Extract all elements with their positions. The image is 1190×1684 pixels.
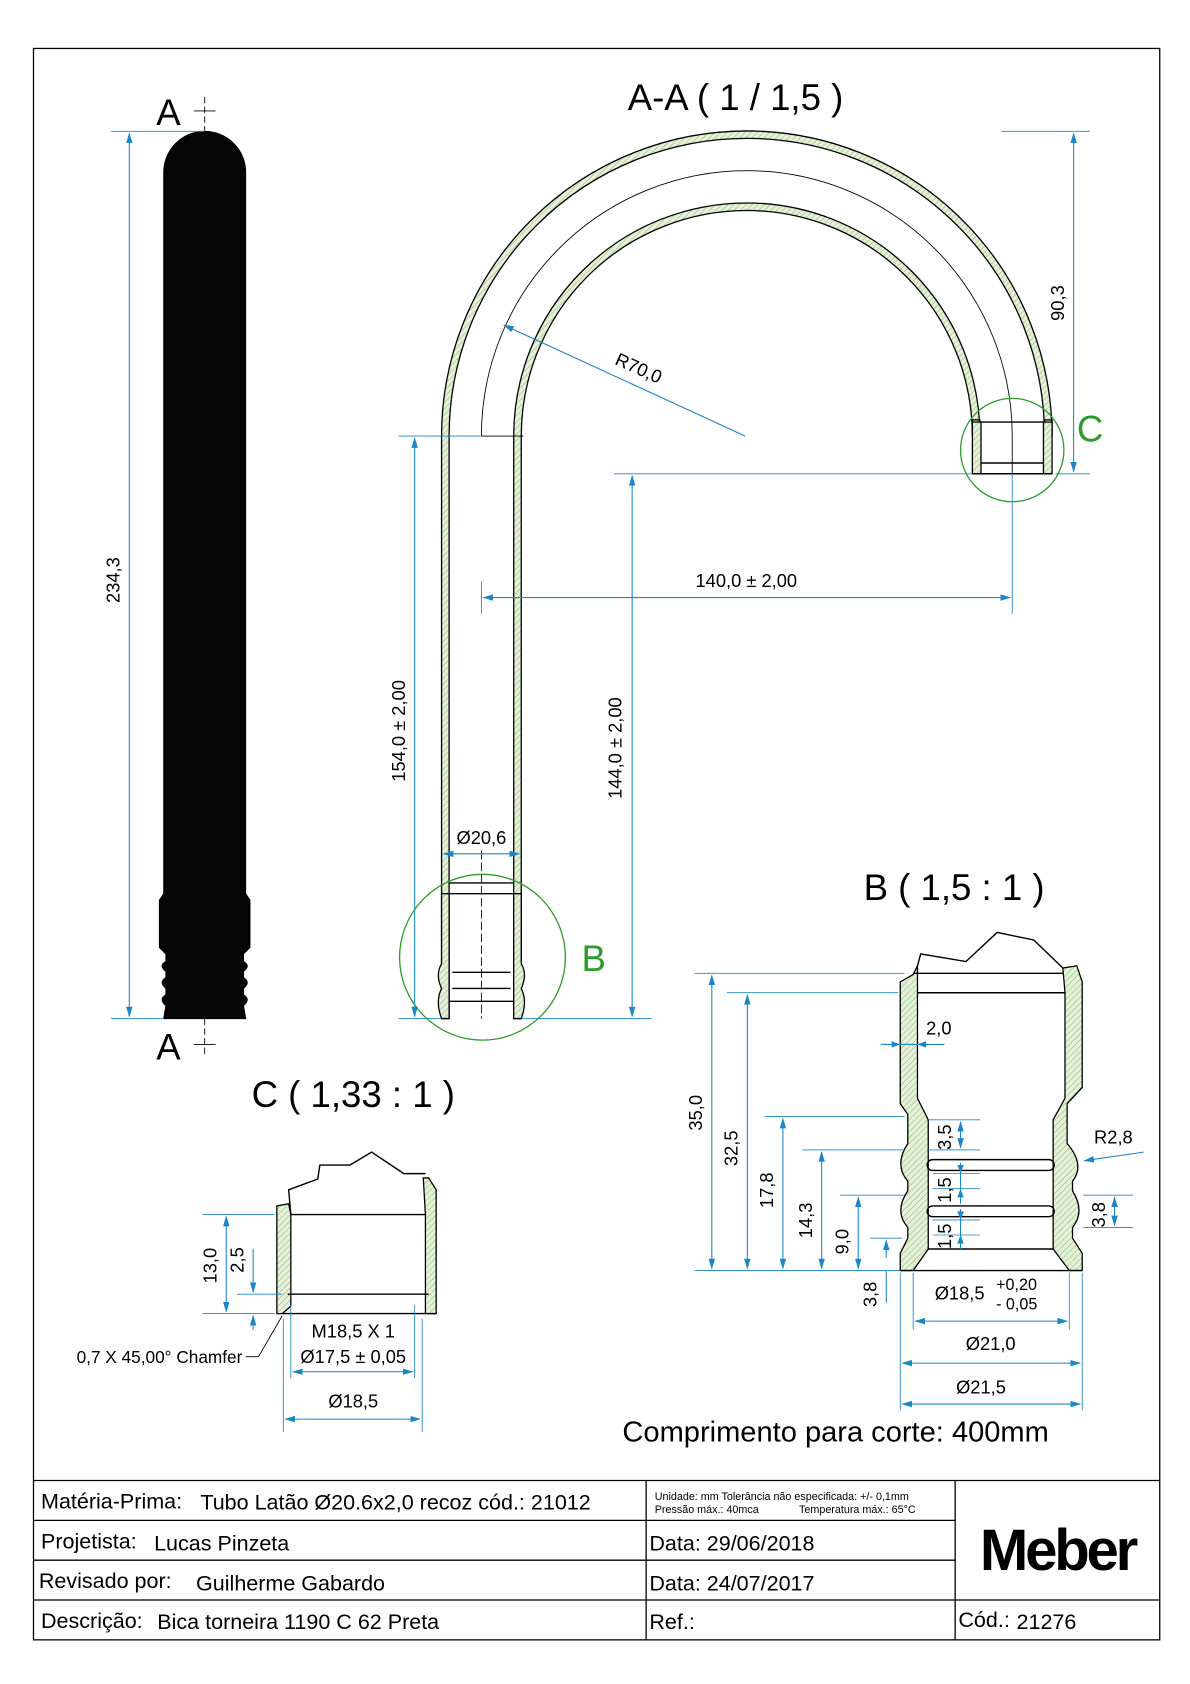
dim-right-height-label: 90,3 (1047, 285, 1068, 321)
material-label: Matéria-Prima: (41, 1489, 182, 1513)
dim-b-9-label: 9,0 (832, 1229, 853, 1254)
dim-b-wall-label: 2,0 (926, 1018, 951, 1039)
notes-pressure: Pressão máx.: 40mca (655, 1504, 759, 1516)
dim-c-outer-label: Ø18,5 (328, 1390, 378, 1411)
dim-c-thread-label: M18,5 X 1 (312, 1320, 395, 1341)
dim-overall-length-label: 234,3 (103, 557, 124, 603)
dim-b-radius-label: R2,8 (1094, 1126, 1133, 1147)
dim-right-drop-label: 144,0 ± 2,00 (604, 697, 625, 799)
tube-side-view: A A 234,3 (103, 92, 251, 1067)
notes-line1: Unidade: mm Tolerância não especificada:… (655, 1491, 909, 1503)
detail-c-title: C ( 1,33 : 1 ) (252, 1074, 455, 1115)
dim-b-pitch-label: 3,8 (1088, 1202, 1109, 1227)
designer-value: Lucas Pinzeta (154, 1531, 289, 1555)
detail-c: C ( 1,33 : 1 ) 13,0 2,5 0,7 X 45,00° Cha… (77, 1074, 455, 1433)
dim-b-inner-dia-label: Ø18,5 (935, 1283, 985, 1304)
detail-b-title: B ( 1,5 : 1 ) (864, 867, 1045, 908)
detail-c-callout-circle[interactable] (959, 397, 1065, 503)
dim-b-1-5b-label: 1,5 (934, 1224, 955, 1249)
dim-c-depth-label: 13,0 (200, 1248, 221, 1284)
description-value: Bica torneira 1190 C 62 Preta (157, 1610, 439, 1634)
detail-b: B ( 1,5 : 1 ) 35,0 32,5 17,8 14,3 9,0 3,… (685, 867, 1144, 1411)
designer-label: Projetista: (41, 1529, 137, 1553)
ref-label: Ref.: (649, 1610, 694, 1634)
section-mark-bottom: A (156, 1026, 181, 1067)
code-label: Cód.: (958, 1608, 1009, 1632)
dim-b-tol-minus: - 0,05 (996, 1295, 1037, 1313)
section-mark-top: A (156, 92, 181, 133)
title-block: Matéria-Prima: Tubo Latão Ø20.6x2,0 reco… (33, 1479, 1160, 1640)
dim-b-14-label: 14,3 (795, 1203, 816, 1239)
notes-temperature: Temperatura máx.: 65°C (799, 1504, 916, 1516)
dim-b-tol-plus: +0,20 (996, 1276, 1037, 1294)
dim-b-3-8-label: 3,8 (860, 1282, 881, 1307)
dim-b-1-5a-label: 1,5 (934, 1177, 955, 1202)
drawing-border (32, 47, 1161, 1641)
dim-b-dia215-label: Ø21,5 (956, 1376, 1006, 1397)
detail-c-callout-label[interactable]: C (1077, 408, 1103, 449)
description-label: Descrição: (41, 1609, 143, 1633)
dim-bend-radius (503, 324, 746, 437)
dim-b-dia21-label: Ø21,0 (966, 1333, 1016, 1354)
date-reviewed: Data: 24/07/2017 (649, 1571, 814, 1595)
dim-horizontal-offset-label: 140,0 ± 2,00 (695, 570, 797, 591)
dim-b-32-label: 32,5 (721, 1130, 742, 1166)
dim-b-17-label: 17,8 (756, 1172, 777, 1208)
date-created: Data: 29/06/2018 (649, 1531, 814, 1555)
material-value: Tubo Latão Ø20.6x2,0 recoz cód.: 21012 (200, 1491, 590, 1515)
dim-b-35-label: 35,0 (685, 1095, 706, 1131)
dim-tube-diameter-label: Ø20,6 (456, 827, 506, 848)
dim-c-bore-label: Ø17,5 ± 0,05 (300, 1346, 406, 1367)
company-logo: Meber (980, 1518, 1138, 1583)
dim-c-offset-label: 2,5 (226, 1247, 247, 1272)
section-view-title: A-A ( 1 / 1,5 ) (628, 77, 844, 118)
reviewer-value: Guilherme Gabardo (196, 1571, 385, 1595)
dim-bend-radius-label: R70,0 (612, 348, 665, 387)
dim-b-3-5-label: 3,5 (934, 1125, 955, 1150)
reviewer-label: Revisado por: (39, 1569, 172, 1593)
detail-b-callout-label[interactable]: B (582, 938, 606, 979)
code-value: 21276 (1017, 1610, 1077, 1634)
dim-left-leg-label: 154,0 ± 2,00 (388, 680, 409, 782)
detail-b-callout-circle[interactable] (398, 873, 567, 1041)
dim-c-chamfer-label: 0,7 X 45,00° Chamfer (77, 1347, 243, 1367)
cut-length-note: Comprimento para corte: 400mm (622, 1417, 1048, 1449)
